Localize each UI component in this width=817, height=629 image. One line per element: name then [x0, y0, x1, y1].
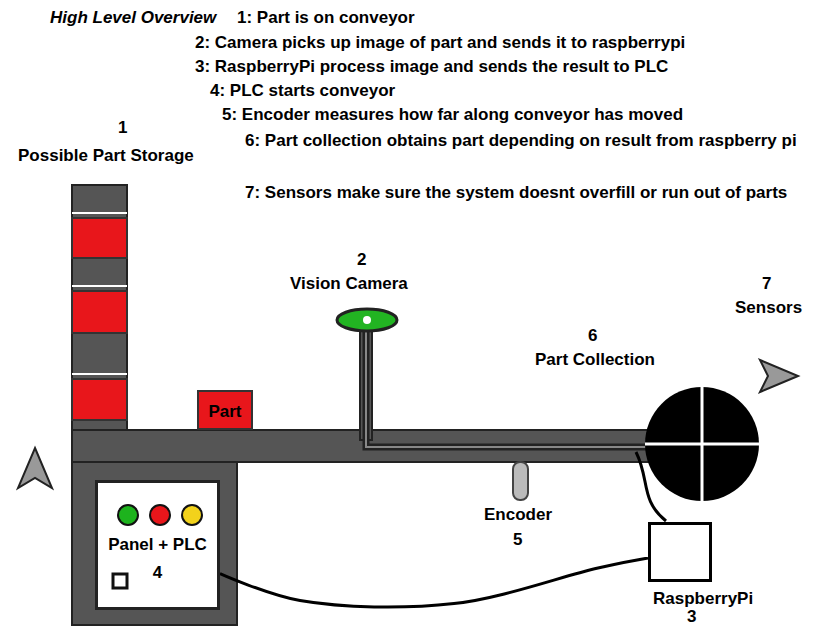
part-name: Encoder — [484, 505, 552, 525]
raspberrypi-box: RaspberryPi3 — [648, 522, 712, 582]
callout-number: 2 — [357, 250, 366, 270]
part-name: Vision Camera — [290, 274, 408, 294]
green-light — [118, 505, 138, 525]
sensor-arrow — [760, 360, 798, 392]
overview-step: 3: RaspberryPi process image and sends t… — [195, 57, 668, 77]
part-storage — [72, 185, 127, 430]
yellow-light — [182, 505, 202, 525]
wire-connector — [220, 558, 648, 607]
encoder — [513, 462, 528, 500]
camera-cable — [366, 330, 648, 447]
node-label: Panel + PLC — [98, 535, 217, 555]
camera-lens — [363, 316, 371, 324]
part-name: Part Collection — [535, 350, 655, 370]
overview-step: 6: Part collection obtains part dependin… — [245, 128, 805, 154]
housing — [72, 462, 237, 625]
storage-divider — [72, 373, 127, 375]
part-collection-wheel — [645, 387, 759, 501]
overview-step: 4: PLC starts conveyor — [210, 81, 395, 101]
stored-part — [72, 379, 127, 420]
overview-step: 7: Sensors make sure the system doesnt o… — [245, 180, 805, 206]
node-label: RaspberryPi — [653, 589, 753, 609]
sensor-arrow — [18, 448, 52, 488]
wire — [636, 452, 666, 521]
panel-face — [95, 480, 220, 610]
camera-cable — [366, 330, 648, 447]
part-name: Sensors — [735, 298, 802, 318]
node-label: Part — [199, 402, 251, 422]
callout-number: 7 — [762, 274, 771, 294]
wheel-divider — [701, 387, 704, 501]
panel-plc-box: Panel + PLC 4 — [95, 480, 220, 610]
callout-number: 1 — [118, 118, 127, 138]
diagram-title: High Level Overview — [50, 8, 216, 28]
storage-divider — [72, 285, 127, 287]
callout-number: 3 — [687, 607, 696, 627]
callout-number: 4 — [98, 563, 217, 583]
vision-camera — [337, 309, 397, 331]
part-box: Part — [197, 390, 253, 430]
panel-button — [113, 574, 127, 588]
overview-step: 5: Encoder measures how far along convey… — [222, 105, 683, 125]
storage-divider — [72, 212, 127, 214]
stored-part — [72, 291, 127, 333]
callout-number: 5 — [513, 530, 522, 550]
stored-part — [72, 218, 127, 258]
overview-step: 2: Camera picks up image of part and sen… — [195, 33, 685, 53]
red-light — [150, 505, 170, 525]
overview-step: 1: Part is on conveyor — [237, 8, 415, 28]
callout-number: 6 — [588, 326, 597, 346]
part-name: Possible Part Storage — [18, 146, 194, 166]
